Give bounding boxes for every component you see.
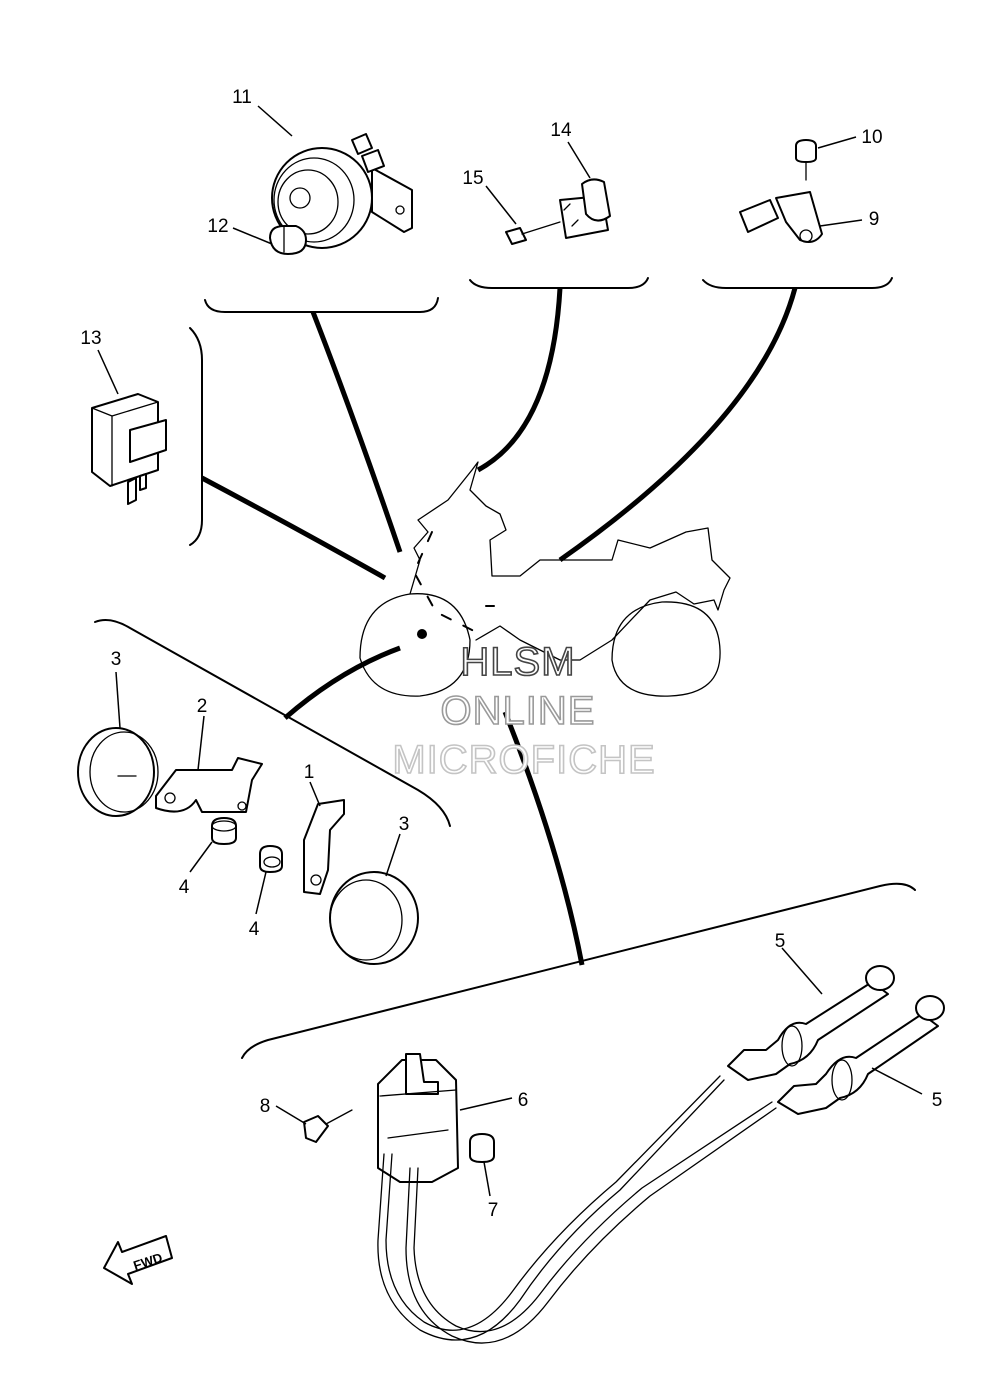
- callout-10: 10: [861, 127, 882, 148]
- fwd-arrow-icon: FWD: [103, 1235, 173, 1285]
- motorcycle-silhouette: [359, 461, 731, 697]
- callout-15: 15: [462, 168, 483, 189]
- watermark-line-3: MICROFICHE: [392, 738, 655, 782]
- watermark-line-2: ONLINE: [441, 689, 596, 733]
- ignition-leads-part: [377, 1075, 777, 1344]
- ignition-coil-part: [377, 1053, 459, 1183]
- callout-3-left: 3: [111, 649, 122, 670]
- ignition-panel-bracket: [241, 882, 916, 1059]
- cam-sensor-panel-bracket: [702, 277, 893, 289]
- nut-4b-part: [259, 845, 283, 873]
- reflector-right-part: [329, 871, 419, 965]
- callout-4-right: 4: [249, 919, 260, 940]
- coil-bolt-8-part: [303, 1109, 353, 1143]
- watermark: HLSM ONLINE MICROFICHE: [392, 639, 656, 783]
- callout-14: 14: [550, 120, 572, 141]
- sensor-part: [505, 178, 611, 245]
- sensor-panel-bracket: [469, 277, 649, 289]
- connector-lines: [200, 287, 798, 966]
- reflector-bracket-1-part: [303, 799, 345, 895]
- reflector-panel-bracket: [94, 619, 451, 827]
- callout-numbers: 11 12 14 15 10 9 13 3 2 1 3 4 4 5 5 6 7 …: [80, 87, 942, 1221]
- reflector-bracket-2-part: [155, 757, 263, 813]
- callout-12: 12: [207, 216, 228, 237]
- horn-part: [271, 133, 413, 249]
- callout-13: 13: [80, 328, 101, 349]
- callout-4-left: 4: [179, 877, 190, 898]
- callout-11: 11: [232, 87, 252, 108]
- watermark-line-1: HLSM: [460, 640, 575, 684]
- plug-cap-5a-part: [727, 965, 895, 1081]
- horn-panel-bracket: [204, 297, 439, 313]
- callout-2: 2: [197, 696, 208, 717]
- callout-5-upper: 5: [775, 931, 786, 952]
- relay-panel-bracket: [189, 327, 203, 546]
- callout-5-lower: 5: [932, 1090, 943, 1111]
- callout-9: 9: [869, 209, 880, 230]
- callout-8: 8: [260, 1096, 271, 1117]
- leader-lines: [97, 105, 923, 1197]
- coil-nut-7-part: [469, 1133, 495, 1163]
- callout-6: 6: [518, 1090, 529, 1111]
- callout-3-right: 3: [399, 814, 410, 835]
- callout-1: 1: [304, 762, 315, 783]
- nut-4a-part: [211, 817, 237, 845]
- plug-cap-5b-part: [777, 995, 945, 1115]
- relay-part: [91, 393, 167, 505]
- reflector-left-part: [77, 727, 159, 817]
- callout-7: 7: [488, 1200, 499, 1221]
- cam-sensor-part: [739, 139, 823, 243]
- horn-nut-part: [269, 225, 307, 255]
